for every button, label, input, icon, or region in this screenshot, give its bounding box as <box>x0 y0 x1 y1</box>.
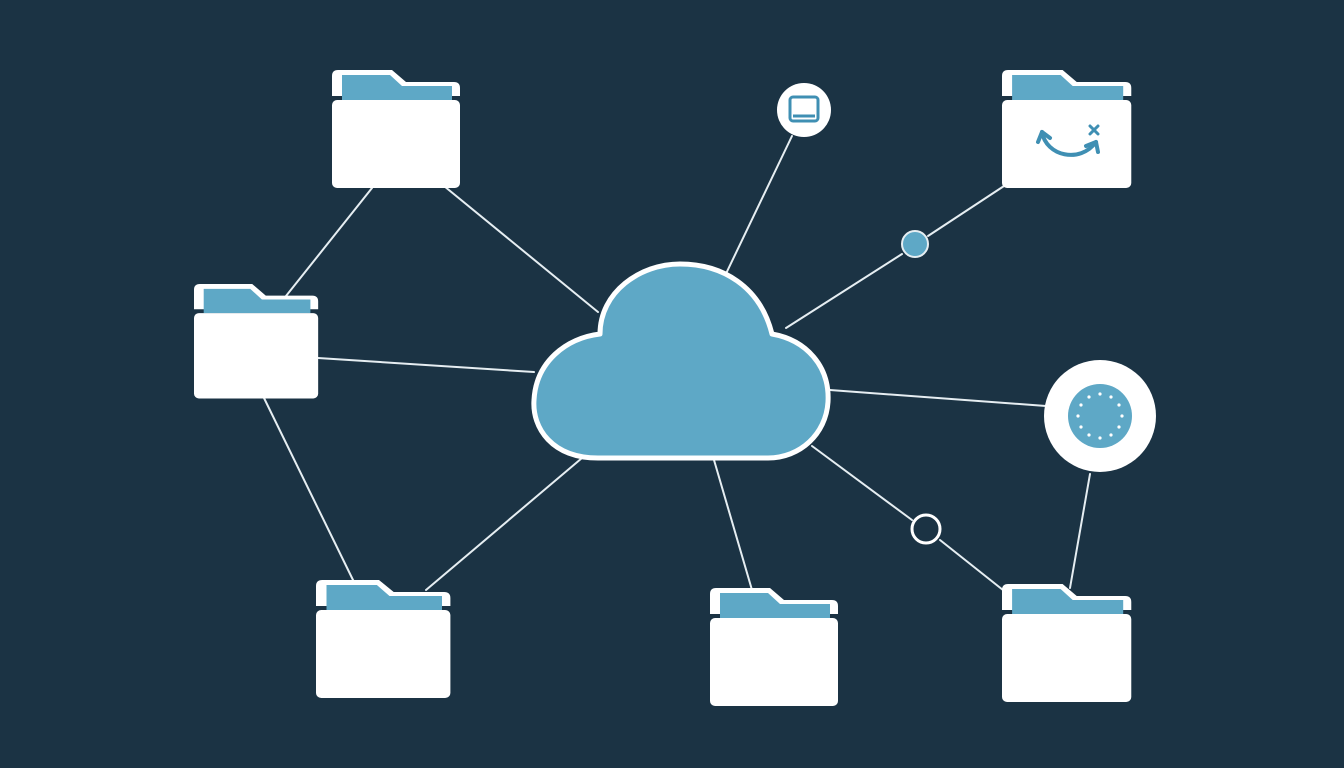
folder-left <box>194 284 319 399</box>
connector-junction-cloud <box>785 253 903 329</box>
connector-ring-bottomright <box>939 539 1009 595</box>
connector-sync-junction <box>927 185 1005 237</box>
cloud-node <box>531 261 831 461</box>
connector-server-bottomright <box>1069 473 1091 589</box>
monitor-icon <box>788 95 820 123</box>
dot-icon <box>901 230 929 258</box>
junction-hollow <box>910 513 942 545</box>
folder-sync <box>1002 70 1132 188</box>
folder-bottom-center <box>710 588 838 706</box>
connector-cloud-ring <box>811 445 913 521</box>
folder-bottom-left <box>316 580 451 698</box>
folder-icon <box>710 588 838 706</box>
connector-left-bottomleft <box>263 397 355 583</box>
folder-icon <box>332 70 460 188</box>
folder-icon <box>1002 70 1132 188</box>
sync-arrows-icon <box>1036 124 1100 157</box>
connections <box>263 135 1091 595</box>
connector-left-cloud <box>317 357 535 373</box>
connector-bottomcenter-cloud <box>713 459 753 591</box>
globe-icon <box>1068 384 1132 448</box>
cloud-icon <box>531 261 831 461</box>
folder-top-left <box>332 70 460 188</box>
ring-icon <box>910 513 942 545</box>
connector-cloud-server <box>829 389 1047 407</box>
folder-icon <box>1002 584 1132 702</box>
junction-filled <box>901 230 929 258</box>
device-node <box>777 83 831 137</box>
folder-icon <box>316 580 451 698</box>
server-node <box>1044 360 1156 472</box>
connector-topleft-left <box>285 187 373 297</box>
folder-bottom-right <box>1002 584 1132 702</box>
folder-icon <box>194 284 319 399</box>
connector-topleft-cloud <box>443 185 599 313</box>
connector-bottomleft-cloud <box>425 457 583 591</box>
connector-device-cloud <box>721 135 793 283</box>
